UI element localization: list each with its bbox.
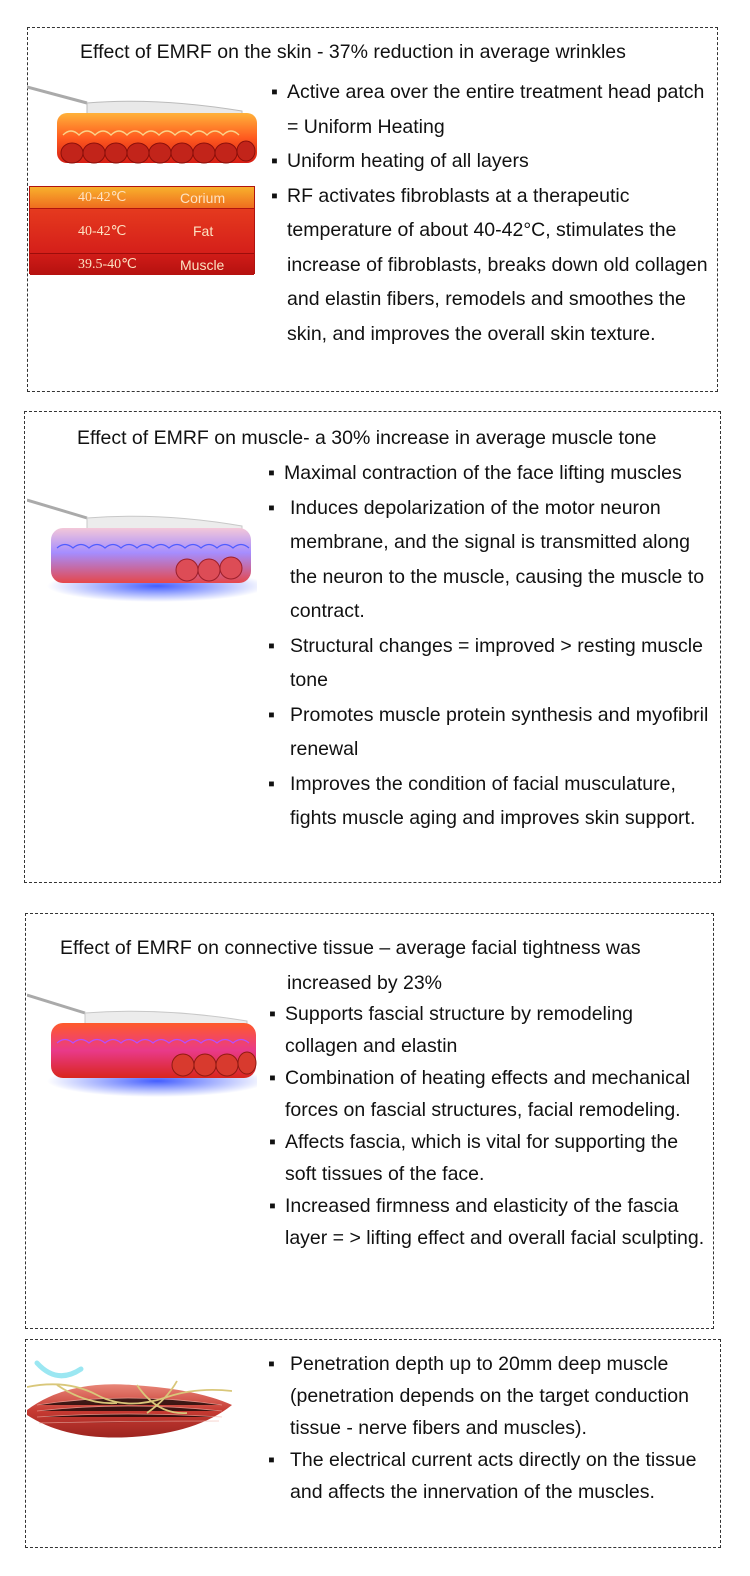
skin-bullet-list: ▪Active area over the entire treatment h… [271,75,711,351]
bullet-icon: ▪ [269,1131,276,1153]
connective-tissue-illustration [27,993,257,1097]
legend-name: Fat [193,223,214,239]
list-item: ▪Improves the condition of facial muscul… [268,767,712,836]
list-item: ▪Uniform heating of all layers [271,144,711,179]
bullet-icon: ▪ [268,496,275,519]
list-item: ▪Supports fascial structure by remodelin… [269,999,709,1062]
list-item: ▪Maximal contraction of the face lifting… [268,456,712,491]
list-item: ▪Active area over the entire treatment h… [271,75,711,144]
legend-row-corium: 40-42℃ Corium [30,187,254,209]
section-skin [27,27,718,392]
bullet-icon: ▪ [268,1449,275,1471]
bullet-icon: ▪ [269,1067,276,1089]
section-penetration [25,1339,721,1548]
legend-row-fat: 40-42℃ Fat [30,209,254,254]
bullet-icon: ▪ [268,462,275,484]
skin-heating-illustration [27,85,257,164]
muscle-pulse-illustration [27,498,257,602]
list-item: ▪Structural changes = improved > resting… [268,629,712,698]
legend-temp: 40-42℃ [78,223,127,239]
list-item: ▪Penetration depth up to 20mm deep muscl… [268,1348,716,1444]
list-item: ▪Affects fascia, which is vital for supp… [269,1127,709,1190]
muscle-fiber-illustration [27,1360,232,1438]
section-connective-title-line2: increased by 23% [287,972,443,994]
bullet-icon: ▪ [268,634,275,657]
bullet-icon: ▪ [268,772,275,795]
bullet-icon: ▪ [271,184,278,207]
list-item: ▪Combination of heating effects and mech… [269,1063,709,1126]
connective-bullet-list: ▪Supports fascial structure by remodelin… [269,999,709,1255]
section-connective-tissue [25,913,714,1329]
muscle-bullet-list: ▪Maximal contraction of the face lifting… [268,456,712,836]
bullet-icon: ▪ [269,1195,276,1217]
section-connective-title-line1: Effect of EMRF on connective tissue – av… [60,937,641,959]
bullet-icon: ▪ [268,703,275,726]
bullet-icon: ▪ [268,1353,275,1375]
legend-name: Muscle [180,256,225,273]
bullet-icon: ▪ [271,81,278,103]
temperature-legend: 40-42℃ Corium 40-42℃ Fat 39.5-40℃ Muscle [29,186,255,275]
legend-row-muscle: 39.5-40℃ Muscle [30,254,254,275]
list-item: ▪Induces depolarization of the motor neu… [268,491,712,629]
bullet-icon: ▪ [271,150,278,172]
section-muscle [24,411,721,883]
legend-name: Corium [180,189,226,206]
legend-temp: 40-42℃ [78,190,127,205]
legend-temp: 39.5-40℃ [78,257,137,272]
section-muscle-title: Effect of EMRF on muscle- a 30% increase… [77,427,657,449]
section-skin-title: Effect of EMRF on the skin - 37% reducti… [80,41,626,63]
list-item: ▪RF activates fibroblasts at a therapeut… [271,179,711,352]
list-item: ▪Increased firmness and elasticity of th… [269,1191,709,1254]
list-item: ▪The electrical current acts directly on… [268,1444,716,1508]
bullet-icon: ▪ [269,1003,276,1025]
penetration-bullet-list: ▪Penetration depth up to 20mm deep muscl… [268,1348,716,1508]
list-item: ▪Promotes muscle protein synthesis and m… [268,698,712,767]
